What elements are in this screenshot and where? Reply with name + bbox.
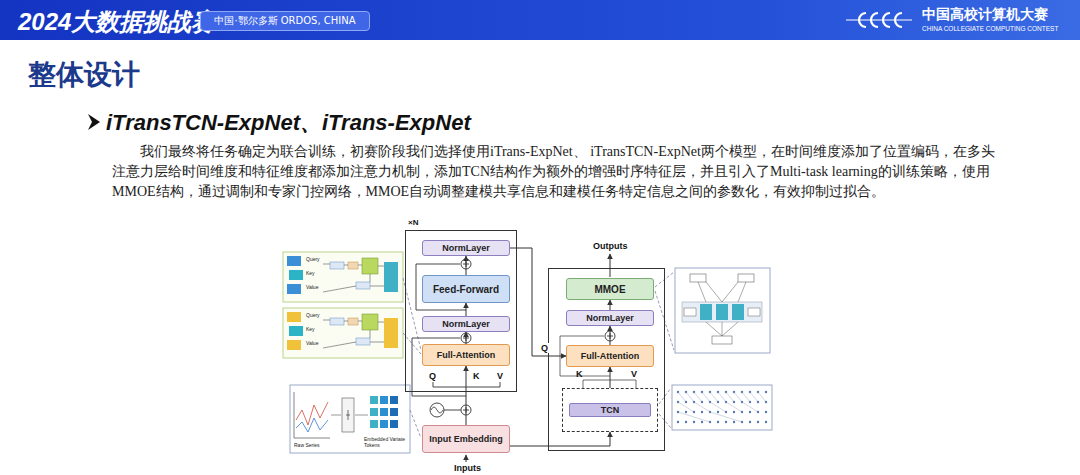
bullet-arrow xyxy=(88,114,100,130)
thumb-text: Key xyxy=(306,326,315,332)
positional-encoding-symbol xyxy=(430,403,444,417)
node-text: Full-Attention xyxy=(437,350,495,360)
input-arrow xyxy=(466,455,467,462)
embedding-thumbnail xyxy=(290,385,410,453)
header-bar xyxy=(0,0,1080,40)
port-label: V xyxy=(497,371,503,381)
node-text: Full-Attention xyxy=(581,351,639,361)
output-arrow xyxy=(610,254,611,277)
connector xyxy=(510,432,610,446)
thumb-text: Value xyxy=(306,340,318,346)
mmoe-thumbnail xyxy=(675,268,770,353)
connector xyxy=(610,300,611,310)
contest-name-en: CHINA COLLEGIATE COMPUTING CONTEST xyxy=(922,25,1058,32)
section-heading: iTransTCN-ExpNet、iTrans-ExpNet xyxy=(106,108,471,138)
thumb-text: Embedded Variate Tokens xyxy=(364,436,406,448)
thumb-text: Value xyxy=(306,284,318,290)
decoder-block: MMOE NormLayerFull-AttentionTCN xyxy=(548,268,665,451)
attention-thumbnail xyxy=(283,252,403,302)
norm-layer: NormLayer xyxy=(422,316,510,332)
contest-name: 中国高校计算机大赛 xyxy=(922,6,1048,24)
contest-logo xyxy=(846,13,912,27)
leader-line xyxy=(403,272,674,438)
io-label: Inputs xyxy=(454,463,481,473)
edge-label: Q xyxy=(540,343,549,353)
connector xyxy=(610,326,611,345)
port-label: K xyxy=(473,371,480,381)
encoder-block: ×NNormLayerFeed-ForwardNormLayerFull-Att… xyxy=(405,230,517,392)
thumb-text: Query xyxy=(306,312,320,318)
slide-title: 整体设计 xyxy=(28,56,140,94)
connector xyxy=(466,256,467,275)
attention-thumbnail xyxy=(283,308,403,358)
node-text: NormLayer xyxy=(442,243,490,253)
body-text: 我们最终将任务确定为联合训练，初赛阶段我们选择使用iTrans-ExpNet、 … xyxy=(112,142,997,202)
node-text: 中国·鄂尔多斯 ORDOS, CHINA xyxy=(214,14,355,28)
connector xyxy=(510,248,566,356)
port-label: K xyxy=(576,369,583,379)
header-title: 2024大数据挑战赛 xyxy=(18,6,215,38)
tcn-thumbnail xyxy=(672,385,772,430)
attention-box: Full-Attention xyxy=(422,344,510,366)
attention-box: Full-Attention xyxy=(566,345,654,367)
norm-layer: NormLayer xyxy=(566,310,654,326)
thumb-text: Key xyxy=(306,270,315,276)
port-label: Q xyxy=(429,371,436,381)
connector xyxy=(466,303,467,316)
node-text: Feed-Forward xyxy=(433,284,499,295)
connector xyxy=(466,366,467,425)
connector xyxy=(610,367,611,388)
node-text: TCN xyxy=(569,403,651,417)
node-text: ×N xyxy=(408,218,418,227)
tcn-block: TCN xyxy=(562,388,658,432)
node-text: Input Embedding xyxy=(429,434,503,444)
node-text: MMOE xyxy=(594,284,625,295)
connector xyxy=(466,332,467,344)
node-text: NormLayer xyxy=(586,313,634,323)
thumb-text: Raw Series xyxy=(294,442,334,448)
port-label: V xyxy=(631,369,637,379)
location-badge: 中国·鄂尔多斯 ORDOS, CHINA xyxy=(200,11,370,31)
mmoe-box: MMOE xyxy=(566,278,654,300)
node-text: NormLayer xyxy=(442,319,490,329)
io-label: Outputs xyxy=(593,241,628,251)
embedding-box: Input Embedding xyxy=(422,425,510,453)
thumb-text: Query xyxy=(306,256,320,262)
norm-layer: NormLayer xyxy=(422,240,510,256)
feed-forward-box: Feed-Forward xyxy=(422,275,510,303)
